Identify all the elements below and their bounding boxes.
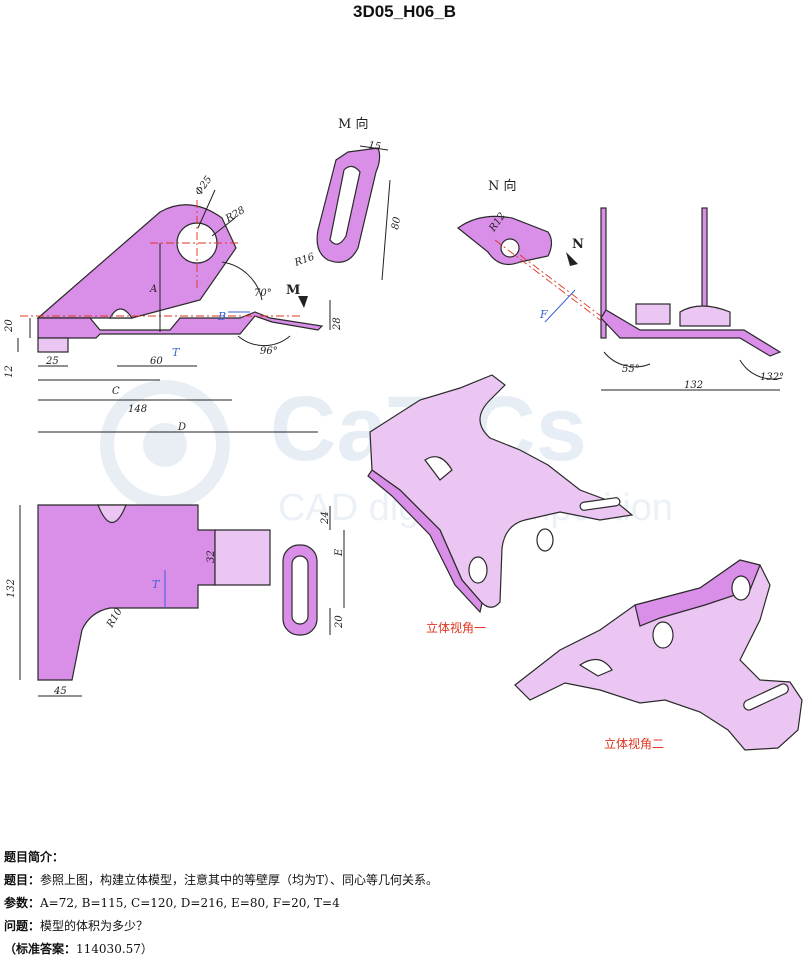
dim-20: 20 bbox=[4, 319, 15, 333]
iso1-hole bbox=[468, 556, 488, 584]
n-view-base bbox=[600, 309, 782, 357]
n-view-ring bbox=[679, 305, 731, 327]
angle-96-arc bbox=[237, 335, 291, 347]
watermark-gear-icon bbox=[100, 380, 230, 510]
problem-text: 模型的体积为多少？ bbox=[40, 919, 149, 933]
top-bend bbox=[214, 529, 271, 586]
top-view: 132 24 32 E T R10 20 45 bbox=[6, 504, 345, 697]
params-line: 参数：A=72, B=115, C=120, D=216, E=80, F=20… bbox=[4, 892, 804, 915]
dim-r10: R10 bbox=[105, 606, 125, 630]
params-key: 参数： bbox=[4, 896, 41, 910]
dim-line-80 bbox=[381, 179, 391, 281]
dim-60: 60 bbox=[150, 356, 163, 367]
n-view-hole bbox=[500, 238, 520, 258]
n-arrow-label: N bbox=[572, 237, 584, 252]
iso2-body bbox=[514, 559, 803, 751]
dim-a: A bbox=[149, 284, 157, 295]
problem-line: 问题：模型的体积为多少？ bbox=[4, 915, 804, 938]
answer-line: （标准答案：114030.57） bbox=[4, 938, 804, 961]
intro-line: 题目简介： bbox=[4, 846, 804, 869]
n-view-label: N 向 bbox=[488, 178, 517, 194]
dim-e: E bbox=[334, 548, 345, 557]
dim-c: C bbox=[112, 386, 120, 397]
n-view-boss bbox=[635, 303, 671, 325]
intro-label: 题目简介： bbox=[4, 850, 65, 864]
m-arrow-label: M bbox=[286, 283, 300, 298]
answer-text: 114030.57） bbox=[76, 942, 153, 956]
dim-55deg: 55° bbox=[622, 364, 640, 375]
iso1-hole-2 bbox=[536, 528, 554, 552]
answer-key: （标准答案： bbox=[4, 942, 77, 956]
dim-132deg: 132° bbox=[760, 372, 784, 383]
dim-line-f bbox=[544, 289, 576, 323]
n-view: N 向 R12 N F 55° 132 132° bbox=[457, 178, 784, 391]
iso2-notch bbox=[578, 659, 613, 677]
dim-32: 32 bbox=[206, 550, 217, 563]
dim-15: 15 bbox=[368, 140, 382, 153]
leader-r28 bbox=[211, 217, 236, 237]
question-key: 题目： bbox=[4, 873, 41, 887]
front-gusset bbox=[36, 204, 237, 319]
dim-b: B bbox=[217, 310, 226, 323]
iso-view-2: 立体视角二 bbox=[514, 559, 803, 751]
iso1-label: 立体视角一 bbox=[426, 620, 486, 635]
dim-45: 45 bbox=[53, 686, 67, 697]
dim-t-front: T bbox=[172, 346, 181, 359]
iso1-edge bbox=[367, 469, 483, 614]
leader-phi25 bbox=[197, 189, 216, 229]
iso-view-1: 立体视角一 bbox=[367, 374, 634, 635]
m-view-label: M 向 bbox=[338, 116, 368, 132]
dim-96deg: 96° bbox=[260, 346, 278, 357]
dim-line-15 bbox=[359, 145, 389, 151]
n-view-centerline-a bbox=[494, 239, 621, 336]
dim-r16: R16 bbox=[292, 251, 316, 269]
m-arrow-icon bbox=[298, 296, 308, 308]
dim-f: F bbox=[539, 308, 548, 321]
m-view-slot bbox=[329, 165, 361, 245]
dim-80: 80 bbox=[390, 215, 403, 230]
front-notch bbox=[108, 308, 134, 319]
dim-132-n: 132 bbox=[684, 380, 703, 391]
m-view: M 向 15 80 R16 bbox=[292, 116, 403, 281]
iso2-slot bbox=[743, 683, 789, 711]
iso1-body bbox=[369, 374, 634, 608]
iso2-hole-2 bbox=[731, 575, 751, 601]
dim-70deg: 70° bbox=[254, 288, 272, 299]
technical-drawing: CaTICs CAD digital competition Φ25 R28 A… bbox=[4, 116, 803, 751]
dim-24: 24 bbox=[320, 511, 331, 525]
question-text: 参照上图，构建立体模型，注意其中的等壁厚（均为T）、同心等几何关系。 bbox=[40, 873, 439, 887]
dim-25: 25 bbox=[45, 356, 59, 367]
n-view-right-wall bbox=[701, 207, 708, 321]
front-base-plate bbox=[37, 311, 324, 339]
dim-phi25: Φ25 bbox=[193, 174, 214, 197]
iso1-notch bbox=[424, 456, 453, 481]
dim-12: 12 bbox=[4, 365, 15, 378]
problem-info: 题目简介： 题目：参照上图，构建立体模型，注意其中的等壁厚（均为T）、同心等几何… bbox=[4, 846, 804, 961]
iso1-slot bbox=[579, 497, 621, 511]
front-view: Φ25 R28 A 70° B 96° 20 12 25 60 T C 148 … bbox=[4, 174, 343, 433]
drawing-title: 3D05_H06_B bbox=[352, 2, 456, 21]
iso2-hole-1 bbox=[652, 621, 674, 649]
top-main-plate bbox=[37, 504, 216, 681]
angle-132-arc bbox=[739, 359, 783, 380]
angle-70-arc bbox=[221, 261, 263, 301]
dim-28: 28 bbox=[332, 317, 343, 331]
watermark-gear-hub bbox=[143, 423, 187, 467]
front-tab bbox=[37, 337, 69, 353]
top-slot bbox=[291, 555, 309, 625]
dim-r28: R28 bbox=[223, 205, 247, 225]
problem-key: 问题： bbox=[4, 919, 41, 933]
question-line: 题目：参照上图，构建立体模型，注意其中的等壁厚（均为T）、同心等几何关系。 bbox=[4, 869, 804, 892]
iso2-label: 立体视角二 bbox=[604, 736, 664, 751]
dim-t-top: T bbox=[152, 578, 161, 591]
dim-d: D bbox=[177, 422, 186, 433]
n-arrow-icon bbox=[566, 252, 578, 266]
dim-20-top: 20 bbox=[334, 615, 345, 629]
params-text: A=72, B=115, C=120, D=216, E=80, F=20, T… bbox=[40, 896, 340, 910]
n-view-left-wall bbox=[600, 207, 607, 339]
dim-148: 148 bbox=[128, 404, 147, 415]
angle-55-arc bbox=[603, 351, 651, 368]
top-notch bbox=[97, 504, 127, 524]
dim-132-top: 132 bbox=[6, 579, 17, 598]
